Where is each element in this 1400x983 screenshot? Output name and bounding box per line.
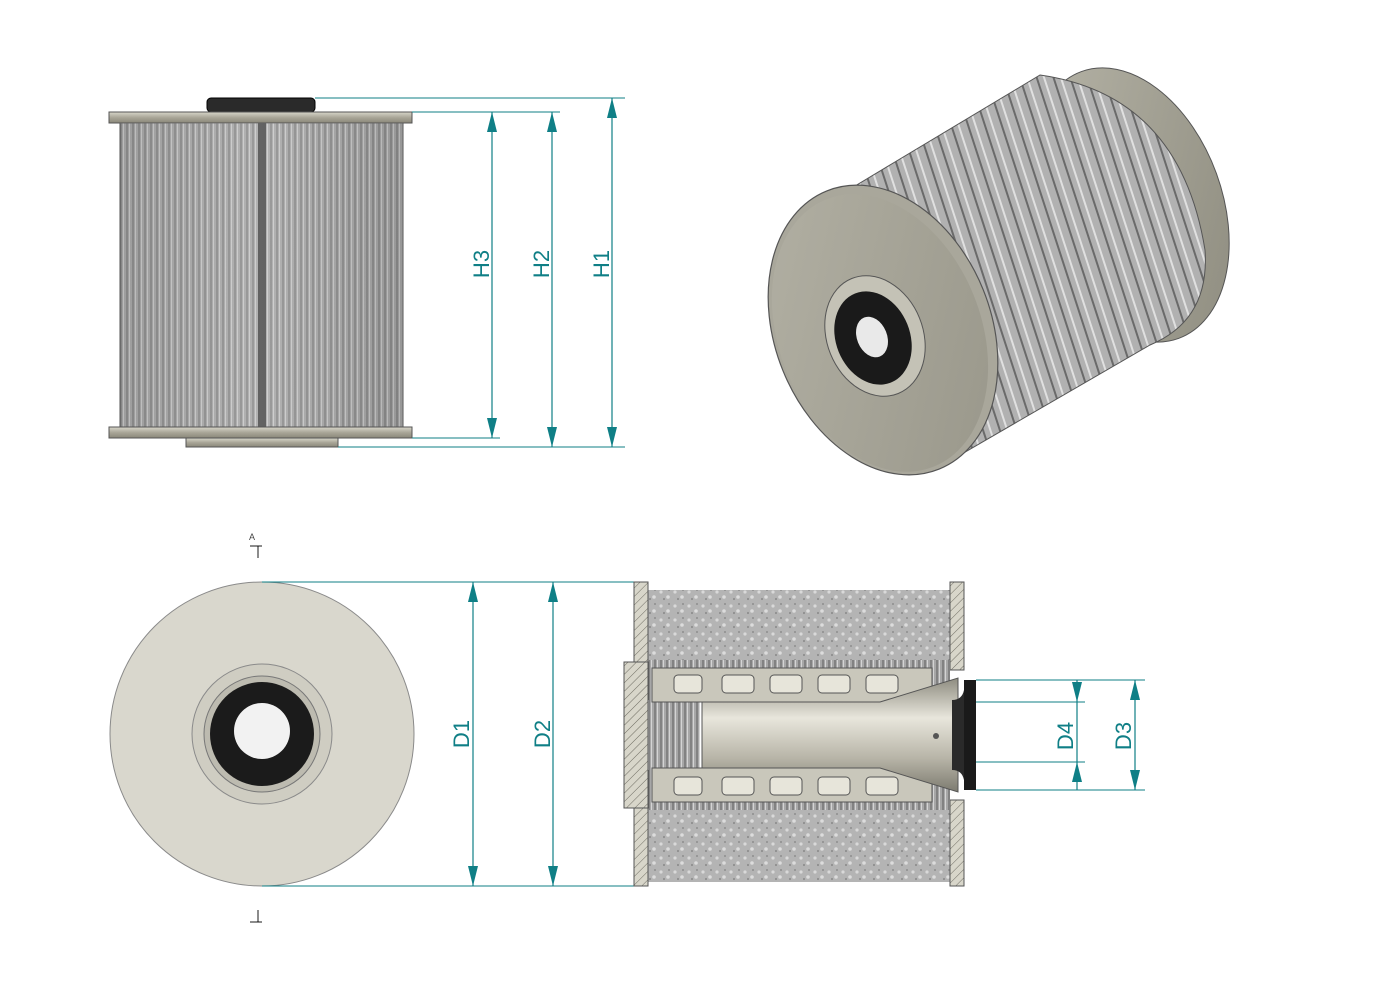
d1-label: D1 xyxy=(449,720,474,748)
iso-bore xyxy=(856,316,888,358)
section-right-plate-top xyxy=(949,581,965,671)
d4-arrow-top xyxy=(1072,682,1082,702)
bottom-end-cap xyxy=(108,426,413,439)
d1-arrow-top xyxy=(468,582,478,602)
side-view xyxy=(108,97,413,448)
isometric-view xyxy=(767,67,1230,476)
d2-arrow-bottom xyxy=(548,866,558,886)
section-outlet-seal-lip xyxy=(952,690,964,780)
d3-arrow-bottom xyxy=(1130,770,1140,790)
d1-arrow-bottom xyxy=(468,866,478,886)
core-perforations xyxy=(673,674,899,796)
section-right-plate-bottom xyxy=(949,799,965,887)
bottom-spigot xyxy=(185,437,339,448)
h2-label: H2 xyxy=(529,250,554,278)
h1-arrow-bottom xyxy=(607,427,617,447)
section-center-tube xyxy=(701,677,959,793)
d4-arrow-bottom xyxy=(1072,762,1082,782)
section-left-pleat-stub xyxy=(648,700,700,770)
diameter-dimensions-inner: D4 D3 xyxy=(976,679,1145,791)
h2-arrow-bottom xyxy=(547,427,557,447)
height-dimensions: H3 H2 H1 xyxy=(315,97,625,448)
pleat-shading xyxy=(120,123,403,427)
d4-label: D4 xyxy=(1053,722,1078,750)
section-view xyxy=(623,581,976,887)
h2-arrow-top xyxy=(547,112,557,132)
end-bore xyxy=(234,703,290,759)
d2-label: D2 xyxy=(530,720,555,748)
section-tube-vent-hole xyxy=(933,733,939,739)
end-view: A xyxy=(109,532,415,923)
section-media-top xyxy=(648,590,950,660)
section-left-cup xyxy=(623,661,649,809)
h3-label: H3 xyxy=(469,250,494,278)
section-marker-top: A xyxy=(249,532,255,542)
d3-arrow-top xyxy=(1130,680,1140,700)
top-collar xyxy=(206,97,316,113)
d2-arrow-top xyxy=(548,582,558,602)
top-end-cap xyxy=(108,111,413,124)
section-outlet-seal xyxy=(964,680,976,790)
h1-arrow-top xyxy=(607,98,617,118)
h3-arrow-bottom xyxy=(487,418,497,438)
h1-label: H1 xyxy=(589,250,614,278)
d3-label: D3 xyxy=(1111,722,1136,750)
h3-arrow-top xyxy=(487,112,497,132)
diameter-dimensions-outer: D1 D2 xyxy=(262,581,640,887)
section-media-bottom xyxy=(648,810,950,882)
